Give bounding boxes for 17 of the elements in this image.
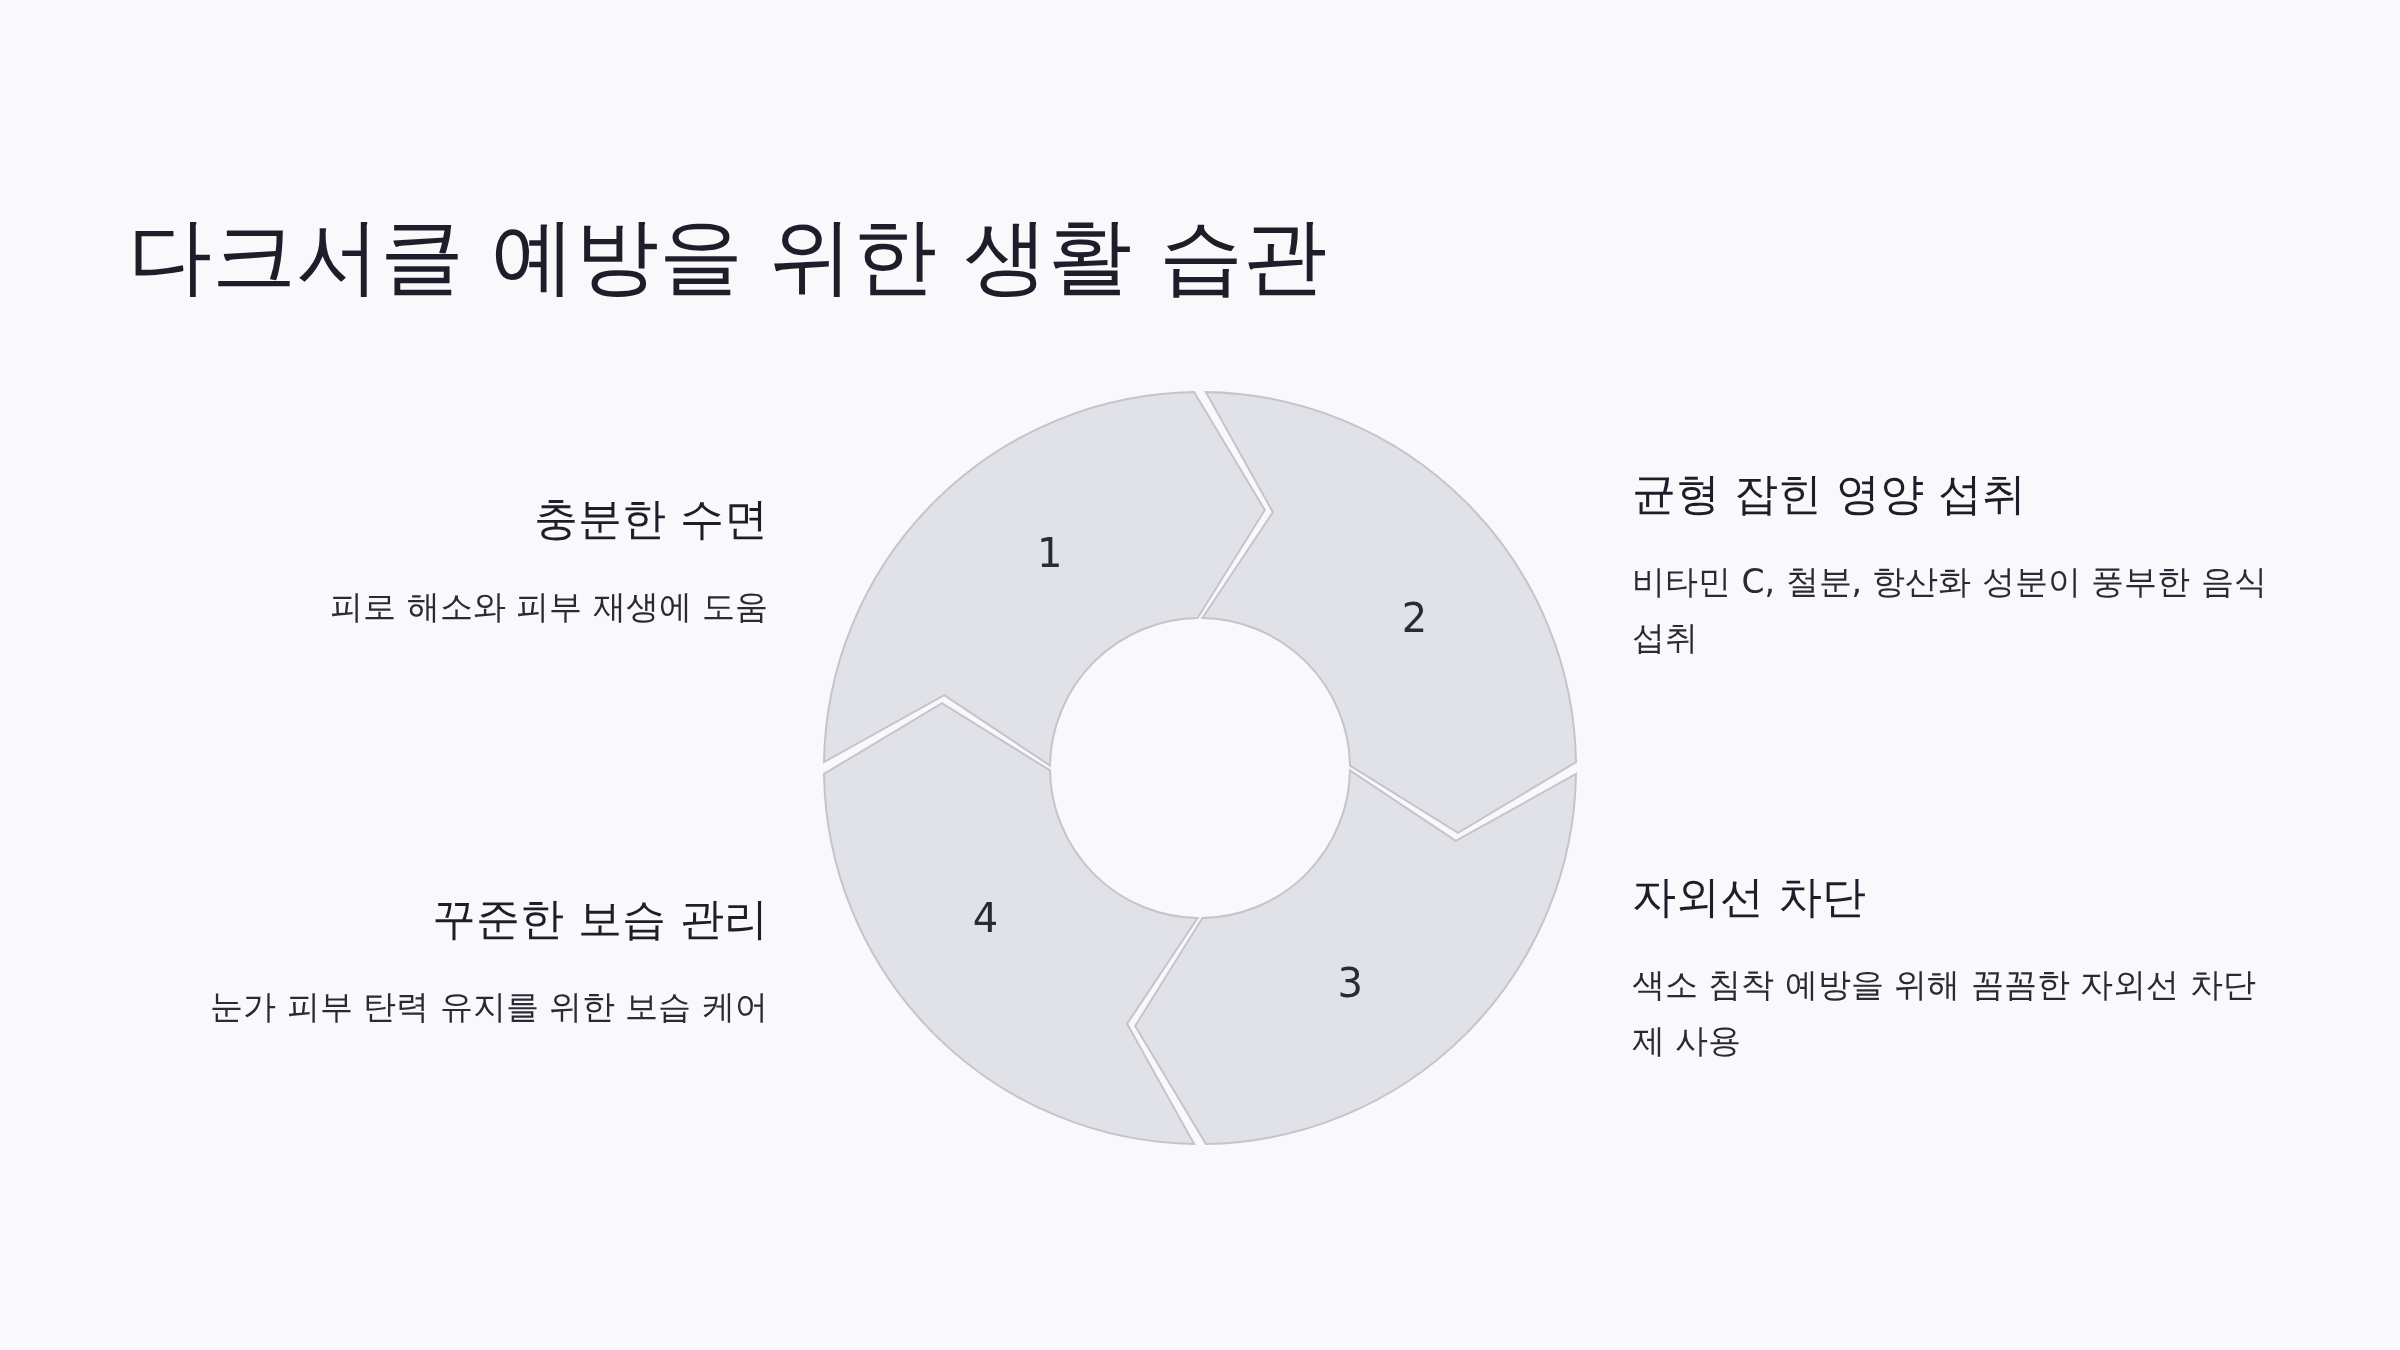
step-heading: 꾸준한 보습 관리 xyxy=(431,892,768,946)
arrow-segment xyxy=(1134,769,1577,1145)
arrow-segment xyxy=(823,702,1199,1145)
step-description: 색소 침착 예방을 위해 꼼꼼한 자외선 차단제 사용 xyxy=(1632,964,2257,1062)
step-number: 3 xyxy=(1337,959,1364,1006)
title: 다크서클 예방을 위한 생활 습관 xyxy=(128,206,1327,307)
step-description: 눈가 피부 탄력 유지를 위한 보습 케어 xyxy=(209,986,768,1028)
step-heading: 충분한 수면 xyxy=(533,492,768,546)
step-description: 피로 해소와 피부 재생에 도움 xyxy=(329,586,768,628)
step-description: 비타민 C, 철분, 항산화 성분이 풍부한 음식 섭취 xyxy=(1632,561,2268,659)
step-number: 4 xyxy=(972,895,999,942)
step-heading: 균형 잡힌 영양 섭취 xyxy=(1632,467,2027,521)
arrow-segment xyxy=(823,391,1266,767)
step-heading: 자외선 차단 xyxy=(1632,870,1867,924)
step-number: 1 xyxy=(1036,530,1063,577)
step-number: 2 xyxy=(1401,594,1428,641)
arrow-segment xyxy=(1201,391,1577,834)
